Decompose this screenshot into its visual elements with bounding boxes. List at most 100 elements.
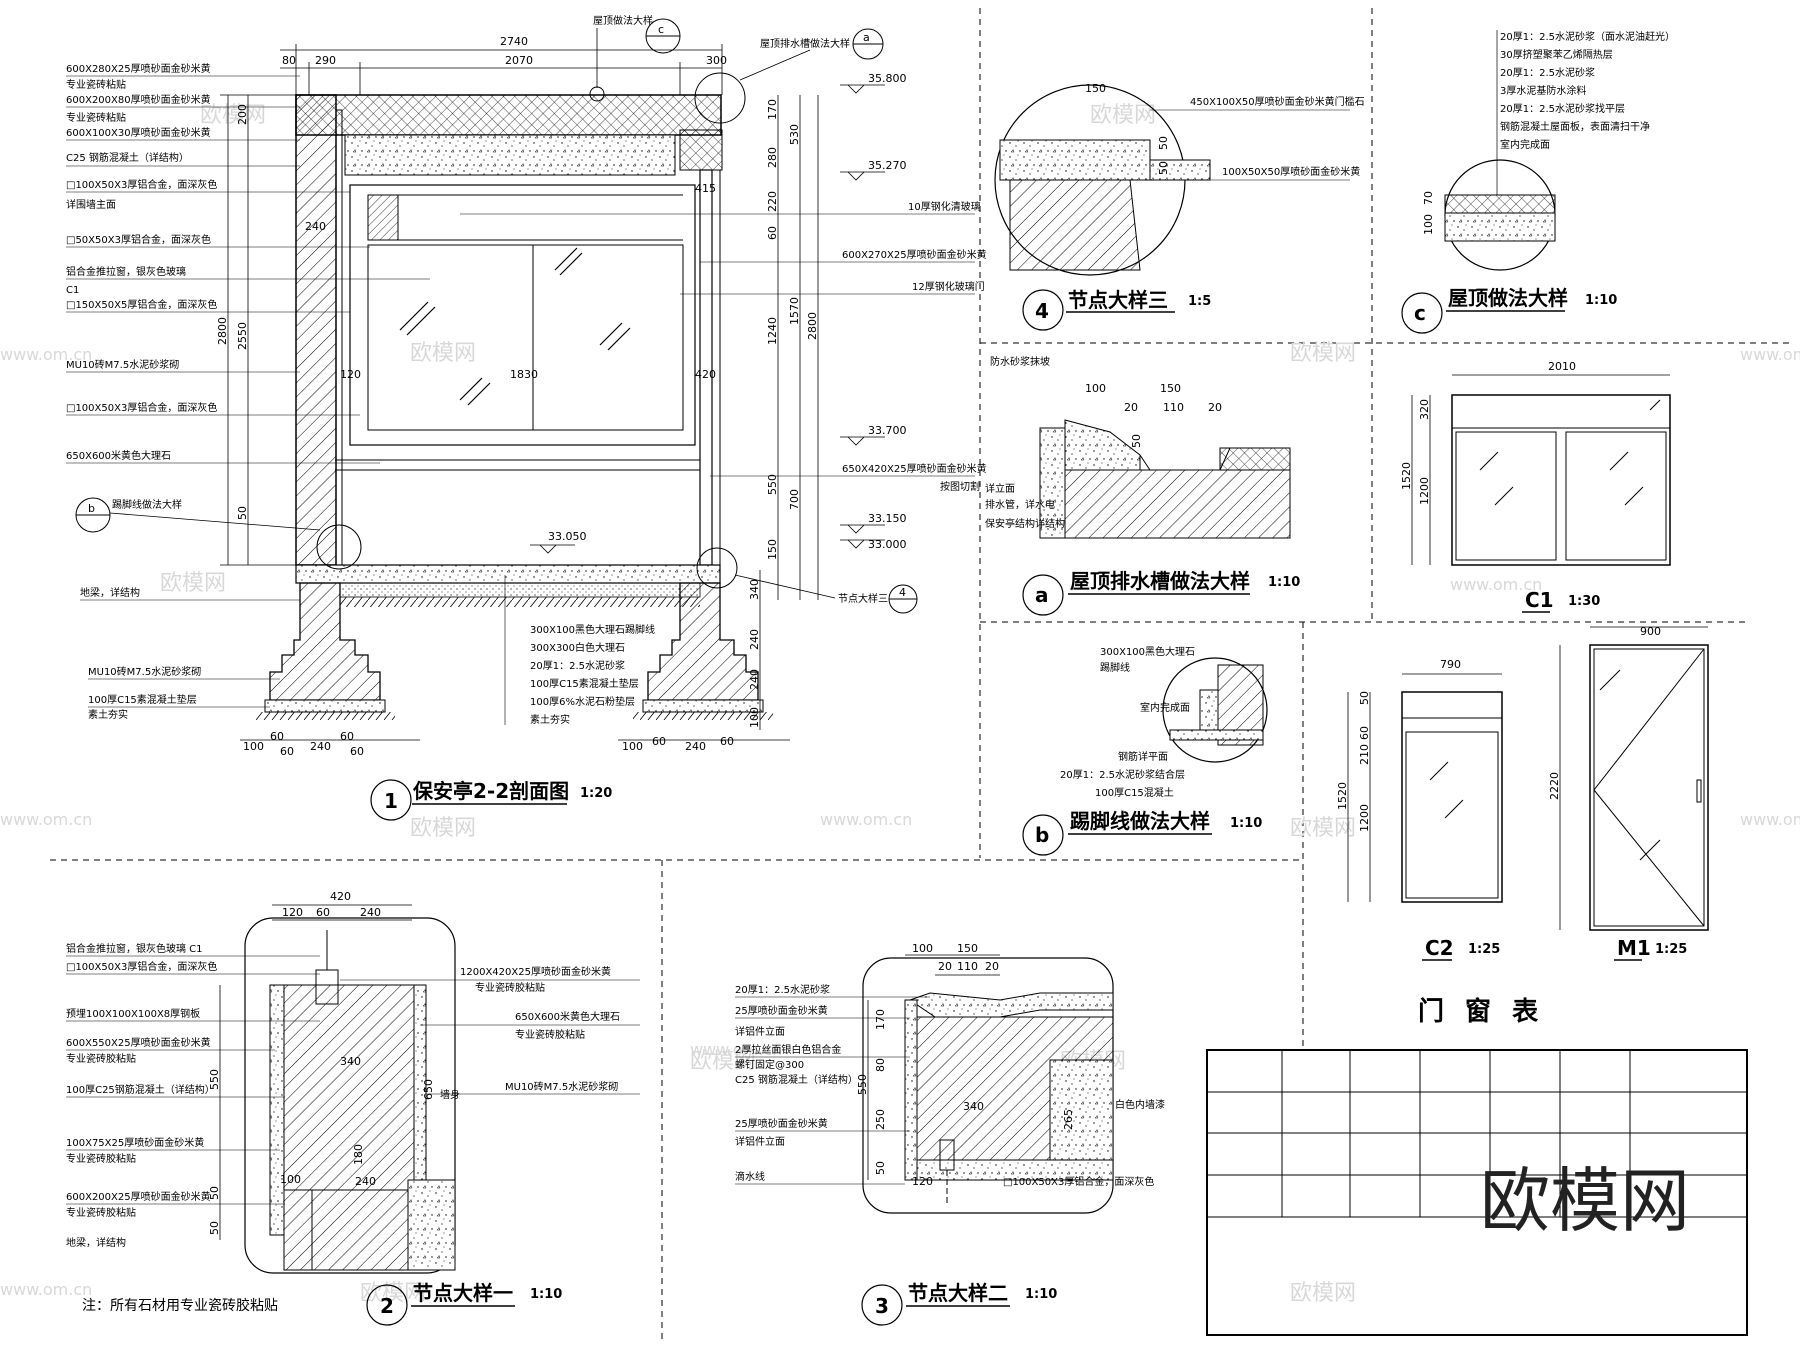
elev-33700: 33.700 — [868, 424, 907, 437]
svg-text:20厚1：2.5水泥砂浆（面水泥油赶光）: 20厚1：2.5水泥砂浆（面水泥油赶光） — [1500, 30, 1675, 43]
general-note: 注：所有石材用专业瓷砖胶粘贴 — [82, 1297, 278, 1314]
dim-f-100: 100 — [748, 707, 761, 728]
svg-text:1:5: 1:5 — [1188, 294, 1211, 309]
svg-text:20厚1：2.5水泥砂浆找平层: 20厚1：2.5水泥砂浆找平层 — [1500, 102, 1625, 115]
svg-text:20厚1：2.5水泥砂浆: 20厚1：2.5水泥砂浆 — [735, 983, 830, 996]
svg-text:1200: 1200 — [1418, 477, 1431, 505]
svg-text:240: 240 — [360, 906, 381, 919]
svg-text:20厚1：2.5水泥砂浆: 20厚1：2.5水泥砂浆 — [530, 659, 625, 672]
svg-text:100X75X25厚喷砂面金砂米黄: 100X75X25厚喷砂面金砂米黄 — [66, 1136, 204, 1149]
svg-text:70: 70 — [1422, 191, 1435, 205]
elev-33150: 33.150 — [868, 512, 907, 525]
svg-text:300X100黑色大理石踢脚线: 300X100黑色大理石踢脚线 — [530, 623, 655, 636]
svg-text:600X200X25厚喷砂面金砂米黄: 600X200X25厚喷砂面金砂米黄 — [66, 1190, 211, 1203]
svg-text:80: 80 — [874, 1058, 887, 1072]
svg-text:素土夯实: 素土夯实 — [530, 713, 570, 726]
baseboard-title: 踢脚线做法大样 — [1070, 809, 1210, 833]
svg-text:1:25: 1:25 — [1655, 942, 1687, 957]
svg-text:600X100X30厚喷砂面金砂米黄: 600X100X30厚喷砂面金砂米黄 — [66, 126, 211, 139]
section-number: 1 — [384, 789, 398, 813]
svg-text:30厚挤塑聚苯乙烯隔热层: 30厚挤塑聚苯乙烯隔热层 — [1500, 48, 1613, 61]
dim-1570: 1570 — [788, 297, 801, 325]
elev-33000: 33.000 — [868, 538, 907, 551]
svg-text:详立面: 详立面 — [985, 482, 1015, 495]
svg-text:□100X50X3厚铝合金，面深灰色: □100X50X3厚铝合金，面深灰色 — [66, 401, 217, 414]
node-4-detail: 150 50 50 450X100X50厚喷砂面金砂米黄门槛石 100X50X5… — [994, 82, 1365, 331]
svg-text:1:10: 1:10 — [1025, 1287, 1057, 1302]
svg-text:900: 900 — [1640, 625, 1661, 638]
dim-300: 300 — [706, 54, 727, 67]
svg-text:20: 20 — [938, 960, 952, 973]
elev-35270: 35.270 — [868, 159, 907, 172]
section-2-2: 2740 80 290 2070 300 2800 2550 200 50 17… — [66, 14, 987, 821]
svg-text:50: 50 — [874, 1161, 887, 1175]
svg-text:欧模网: 欧模网 — [1290, 341, 1356, 366]
svg-text:www.om.cn: www.om.cn — [1450, 575, 1542, 594]
svg-text:墙身: 墙身 — [440, 1088, 460, 1101]
svg-text:4: 4 — [1035, 299, 1049, 323]
svg-text:340: 340 — [340, 1055, 361, 1068]
c2-title: C2 — [1425, 936, 1454, 960]
svg-text:550: 550 — [856, 1074, 869, 1095]
svg-text:100厚C15混凝土: 100厚C15混凝土 — [1095, 786, 1174, 799]
table-title: 门 窗 表 — [1418, 996, 1544, 1027]
svg-text:1200X420X25厚喷砂面金砂米黄: 1200X420X25厚喷砂面金砂米黄 — [460, 965, 611, 978]
node1-right-labels: 1200X420X25厚喷砂面金砂米黄 专业瓷砖胶粘贴 650X600米黄色大理… — [460, 965, 620, 1093]
dim-f-340: 340 — [748, 579, 761, 600]
svg-text:保安亭结构详结构: 保安亭结构详结构 — [985, 517, 1065, 530]
svg-text:螺钉固定@300: 螺钉固定@300 — [735, 1058, 804, 1071]
svg-text:2010: 2010 — [1548, 360, 1576, 373]
callout-4: 4 — [899, 586, 906, 599]
svg-text:50: 50 — [208, 1221, 221, 1235]
svg-text:b: b — [1035, 823, 1049, 847]
node2-left-labels: 20厚1：2.5水泥砂浆 25厚喷砂面金砂米黄 详铝件立面 2厚拉丝面银白色铝合… — [735, 983, 858, 1183]
svg-text:www.om.cn: www.om.cn — [820, 810, 912, 829]
svg-text:□150X50X5厚铝合金，面深灰色: □150X50X5厚铝合金，面深灰色 — [66, 298, 217, 311]
svg-text:欧模网: 欧模网 — [690, 1049, 756, 1074]
svg-text:专业瓷砖粘贴: 专业瓷砖粘贴 — [66, 78, 126, 91]
svg-text:300X100黑色大理石: 300X100黑色大理石 — [1100, 645, 1195, 658]
svg-text:专业瓷砖胶粘贴: 专业瓷砖胶粘贴 — [515, 1028, 585, 1041]
svg-text:650X420X25厚喷砂面金砂米黄: 650X420X25厚喷砂面金砂米黄 — [842, 462, 987, 475]
svg-text:欧模网: 欧模网 — [1290, 816, 1356, 841]
svg-text:420: 420 — [330, 890, 351, 903]
svg-text:铝合金推拉窗，银灰色玻璃: 铝合金推拉窗，银灰色玻璃 — [66, 265, 186, 278]
svg-text:50: 50 — [208, 1186, 221, 1200]
callout-a-text: 屋顶排水槽做法大样 — [760, 37, 850, 50]
section-left-labels: 600X280X25厚喷砂面金砂米黄 专业瓷砖粘贴 600X200X80厚喷砂面… — [66, 62, 217, 721]
svg-text:专业瓷砖粘贴: 专业瓷砖粘贴 — [66, 111, 126, 124]
svg-text:MU10砖M7.5水泥砂浆砌: MU10砖M7.5水泥砂浆砌 — [66, 358, 179, 371]
svg-text:欧模网: 欧模网 — [410, 816, 476, 841]
svg-text:100厚C25钢筋混凝土（详结构）: 100厚C25钢筋混凝土（详结构） — [66, 1083, 215, 1096]
svg-text:排水管，详水电: 排水管，详水电 — [985, 498, 1055, 511]
svg-text:100: 100 — [1085, 382, 1106, 395]
callout-b-text: 踢脚线做法大样 — [112, 498, 182, 511]
svg-text:踢脚线: 踢脚线 — [1100, 661, 1130, 674]
dim-b-60d: 60 — [350, 745, 364, 758]
dim-2740: 2740 — [500, 35, 528, 48]
svg-text:150: 150 — [957, 942, 978, 955]
dim-700: 700 — [788, 489, 801, 510]
svg-text:100厚C15素混凝土垫层: 100厚C15素混凝土垫层 — [530, 677, 639, 690]
svg-text:60: 60 — [316, 906, 330, 919]
svg-text:1:30: 1:30 — [1568, 594, 1600, 609]
svg-text:600X270X25厚喷砂面金砂米黄: 600X270X25厚喷砂面金砂米黄 — [842, 248, 987, 261]
node-1-detail: 420 120 60 240 550 50 50 340 650 100 180… — [66, 890, 640, 1326]
logo-watermark: 欧模网 — [1480, 1160, 1690, 1242]
svg-text:650X600米黄色大理石: 650X600米黄色大理石 — [66, 449, 171, 462]
svg-text:100: 100 — [912, 942, 933, 955]
svg-text:25厚喷砂面金砂米黄: 25厚喷砂面金砂米黄 — [735, 1117, 828, 1130]
node-ref: 节点大样三 — [838, 592, 888, 605]
svg-text:12厚钢化玻璃门: 12厚钢化玻璃门 — [912, 280, 985, 293]
svg-text:欧模网: 欧模网 — [1290, 1281, 1356, 1306]
svg-text:室内完成面: 室内完成面 — [1140, 701, 1190, 714]
dim-150: 150 — [766, 539, 779, 560]
svg-text:2厚拉丝面银白色铝合金: 2厚拉丝面银白色铝合金 — [735, 1043, 841, 1056]
svg-text:钢筋混凝土屋面板，表面清扫干净: 钢筋混凝土屋面板，表面清扫干净 — [1500, 120, 1650, 133]
svg-text:110: 110 — [957, 960, 978, 973]
svg-text:600X280X25厚喷砂面金砂米黄: 600X280X25厚喷砂面金砂米黄 — [66, 62, 211, 75]
svg-text:详铝件立面: 详铝件立面 — [735, 1025, 785, 1038]
svg-text:按图切割: 按图切割 — [940, 480, 980, 493]
